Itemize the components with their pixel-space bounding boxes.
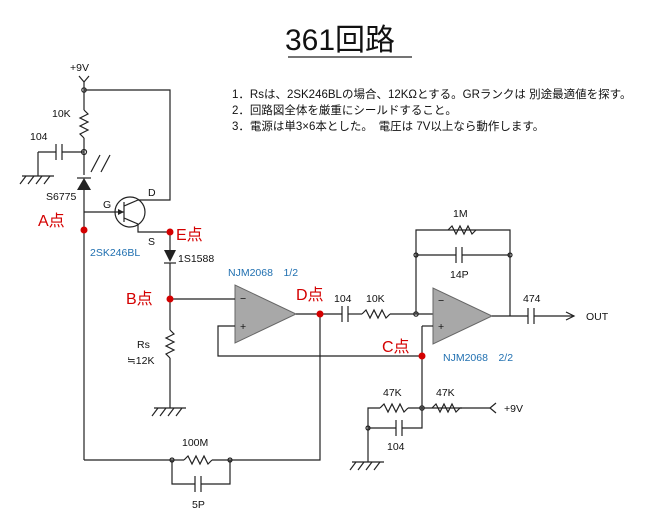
vcc-right (489, 402, 497, 414)
ground-left (19, 175, 54, 185)
resistor-10k-mid (361, 308, 391, 320)
resistor-rs (164, 329, 176, 359)
point-d: D点 (296, 286, 324, 318)
svg-text:A点: A点 (38, 212, 65, 230)
label-104-mid: 104 (334, 293, 352, 305)
point-e: E点 (166, 226, 203, 244)
vcc-top: +9V (70, 62, 90, 83)
label-jfet: 2SK246BL (90, 247, 140, 259)
output-arrow (565, 311, 576, 321)
svg-text:+9V: +9V (70, 62, 89, 74)
label-opamp2: NJM2068 2/2 (443, 352, 513, 364)
resistor-10k (78, 109, 90, 139)
svg-text:D点: D点 (296, 286, 324, 304)
svg-text:+: + (438, 321, 444, 333)
label-10k: 10K (52, 108, 71, 120)
label-rs-val: ≒12K (127, 355, 155, 367)
label-10k-mid: 10K (366, 293, 385, 305)
label-1s1588: 1S1588 (178, 253, 214, 265)
resistor-100m (183, 454, 213, 466)
ground-rs (151, 407, 186, 417)
label-104-left: 104 (30, 131, 48, 143)
page-title: 361回路 (285, 24, 395, 57)
label-gate: G (103, 199, 111, 211)
opamp-1: − + (234, 284, 298, 344)
opamp-2: − + (432, 287, 494, 345)
resistor-47k-a (379, 402, 409, 414)
note-2: 2．回路図全体を厳重にシールドすること。 (232, 103, 457, 117)
label-rs: Rs (137, 339, 150, 351)
label-vcc-right: +9V (504, 403, 523, 415)
label-14p: 14P (450, 269, 469, 281)
point-c: C点 (382, 338, 426, 360)
photodiode-s6775 (77, 154, 111, 190)
point-b: B点 (126, 290, 174, 308)
label-source: S (148, 236, 155, 248)
label-104-bottom: 104 (387, 441, 405, 453)
label-out: OUT (586, 311, 609, 323)
label-s6775: S6775 (46, 191, 77, 203)
point-a: A点 (38, 212, 88, 234)
svg-text:E点: E点 (176, 226, 203, 244)
label-100m: 100M (182, 437, 208, 449)
svg-text:−: − (438, 295, 444, 307)
svg-text:C点: C点 (382, 338, 410, 356)
label-47k-b: 47K (436, 387, 455, 399)
notes: 1．Rsは、2SK246BLの場合、12KΩとする。GRランクは 別途最適値を探… (232, 87, 631, 133)
label-47k-a: 47K (383, 387, 402, 399)
label-opamp1: NJM2068 1/2 (228, 267, 298, 279)
resistor-47k-b (431, 402, 461, 414)
note-1: 1．Rsは、2SK246BLの場合、12KΩとする。GRランクは 別途最適値を探… (232, 87, 631, 101)
label-drain: D (148, 187, 156, 199)
label-5p: 5P (192, 499, 205, 511)
resistor-1m (447, 224, 477, 236)
note-3: 3．電源は単3×6本とした。 電圧は 7V以上なら動作します。 (232, 119, 544, 133)
svg-text:B点: B点 (126, 290, 153, 308)
label-474: 474 (523, 293, 541, 305)
label-1m: 1M (453, 208, 468, 220)
svg-text:−: − (240, 293, 246, 305)
ground-bottom (349, 461, 384, 471)
jfet-2sk246bl (84, 196, 146, 228)
svg-text:+: + (240, 321, 246, 333)
diode-1s1588 (164, 250, 176, 264)
